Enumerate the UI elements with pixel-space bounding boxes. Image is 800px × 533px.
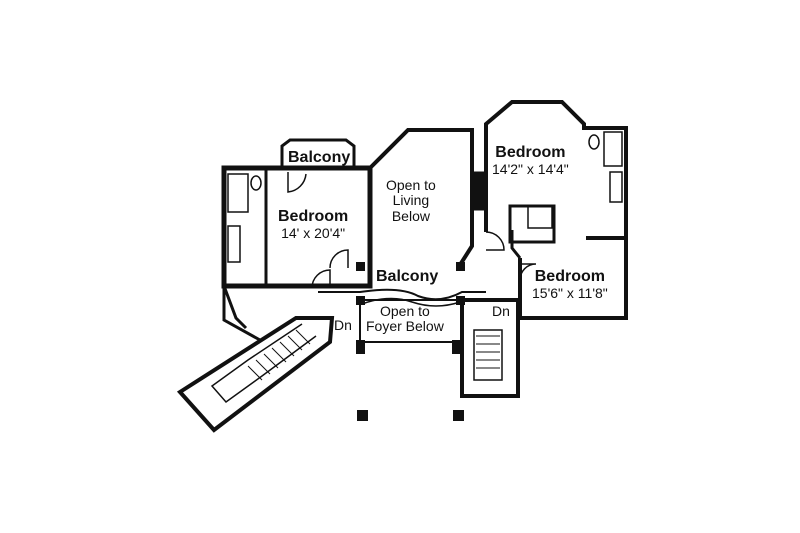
top-balcony-outline bbox=[280, 138, 356, 168]
stair-tread bbox=[287, 335, 303, 351]
column bbox=[356, 296, 365, 305]
left-diagonal-stair-inner bbox=[210, 323, 317, 404]
top-right-bedroom-label: Bedroom 14'2" x 14'4" bbox=[492, 144, 569, 177]
right-toilet bbox=[588, 134, 600, 150]
right-bedroom-size: 15'6" x 11'8" bbox=[532, 284, 608, 301]
center-balcony-label: Balcony bbox=[376, 268, 439, 285]
right-bathtub bbox=[603, 131, 623, 167]
top-right-bedroom-size: 14'2" x 14'4" bbox=[492, 160, 569, 177]
column bbox=[453, 410, 464, 421]
top-balcony-label: Balcony bbox=[288, 149, 351, 166]
left-bedroom-walls bbox=[221, 165, 373, 289]
left-bedroom-label: Bedroom 14' x 20'4" bbox=[278, 208, 348, 241]
door-swing bbox=[329, 249, 349, 269]
right-bedroom-label: Bedroom 15'6" x 11'8" bbox=[532, 268, 608, 301]
column bbox=[356, 262, 365, 271]
left-bathtub bbox=[227, 173, 249, 213]
left-bedroom-name: Bedroom bbox=[278, 208, 349, 225]
shower bbox=[527, 205, 553, 229]
open-to-foyer-label: Open to Foyer Below bbox=[366, 303, 444, 335]
right-bedroom-name: Bedroom bbox=[534, 268, 605, 285]
column bbox=[456, 296, 465, 305]
open-foyer-line1: Open to bbox=[379, 303, 430, 319]
right-stair-inner bbox=[473, 329, 503, 381]
column bbox=[356, 340, 365, 354]
living-open-outline bbox=[368, 128, 474, 270]
fireplace-mass bbox=[471, 171, 485, 211]
right-vanity bbox=[609, 171, 623, 203]
door-swing bbox=[485, 231, 505, 251]
column bbox=[357, 410, 368, 421]
balcony-rail bbox=[318, 288, 486, 301]
closet-block bbox=[508, 204, 556, 244]
left-toilet bbox=[250, 175, 262, 191]
top-right-bedroom-name: Bedroom bbox=[495, 144, 566, 161]
stair-tread bbox=[255, 359, 271, 375]
right-bedroom-walls bbox=[518, 238, 628, 320]
stair-tread bbox=[247, 365, 263, 381]
left-diagonal-stair-outer bbox=[176, 316, 335, 433]
left-vanity bbox=[227, 225, 241, 263]
stair-tread bbox=[279, 341, 295, 357]
foyer-wave-top bbox=[361, 297, 461, 307]
door-swing bbox=[519, 263, 537, 281]
left-bedroom-size: 14' x 20'4" bbox=[281, 224, 346, 241]
right-stair-outline bbox=[460, 298, 520, 398]
stair-tread bbox=[263, 353, 279, 369]
left-down-label: Dn bbox=[334, 317, 352, 333]
open-to-living-label: Open to Living Below bbox=[386, 177, 436, 224]
door-swing bbox=[311, 269, 331, 289]
stair-tread bbox=[271, 347, 287, 363]
column bbox=[452, 340, 461, 354]
column bbox=[456, 262, 465, 271]
right-bedroom-wall-left bbox=[510, 230, 522, 259]
left-stair-lower-tread bbox=[222, 285, 261, 342]
top-right-bedroom-walls bbox=[484, 100, 628, 240]
right-down-label: Dn bbox=[492, 303, 510, 319]
open-living-line3: Below bbox=[391, 207, 430, 224]
open-living-line2: Living bbox=[392, 192, 430, 209]
door-swing bbox=[287, 172, 307, 193]
open-living-line1: Open to bbox=[386, 177, 436, 193]
open-foyer-line2: Foyer Below bbox=[366, 318, 444, 335]
stair-tread bbox=[295, 329, 311, 345]
